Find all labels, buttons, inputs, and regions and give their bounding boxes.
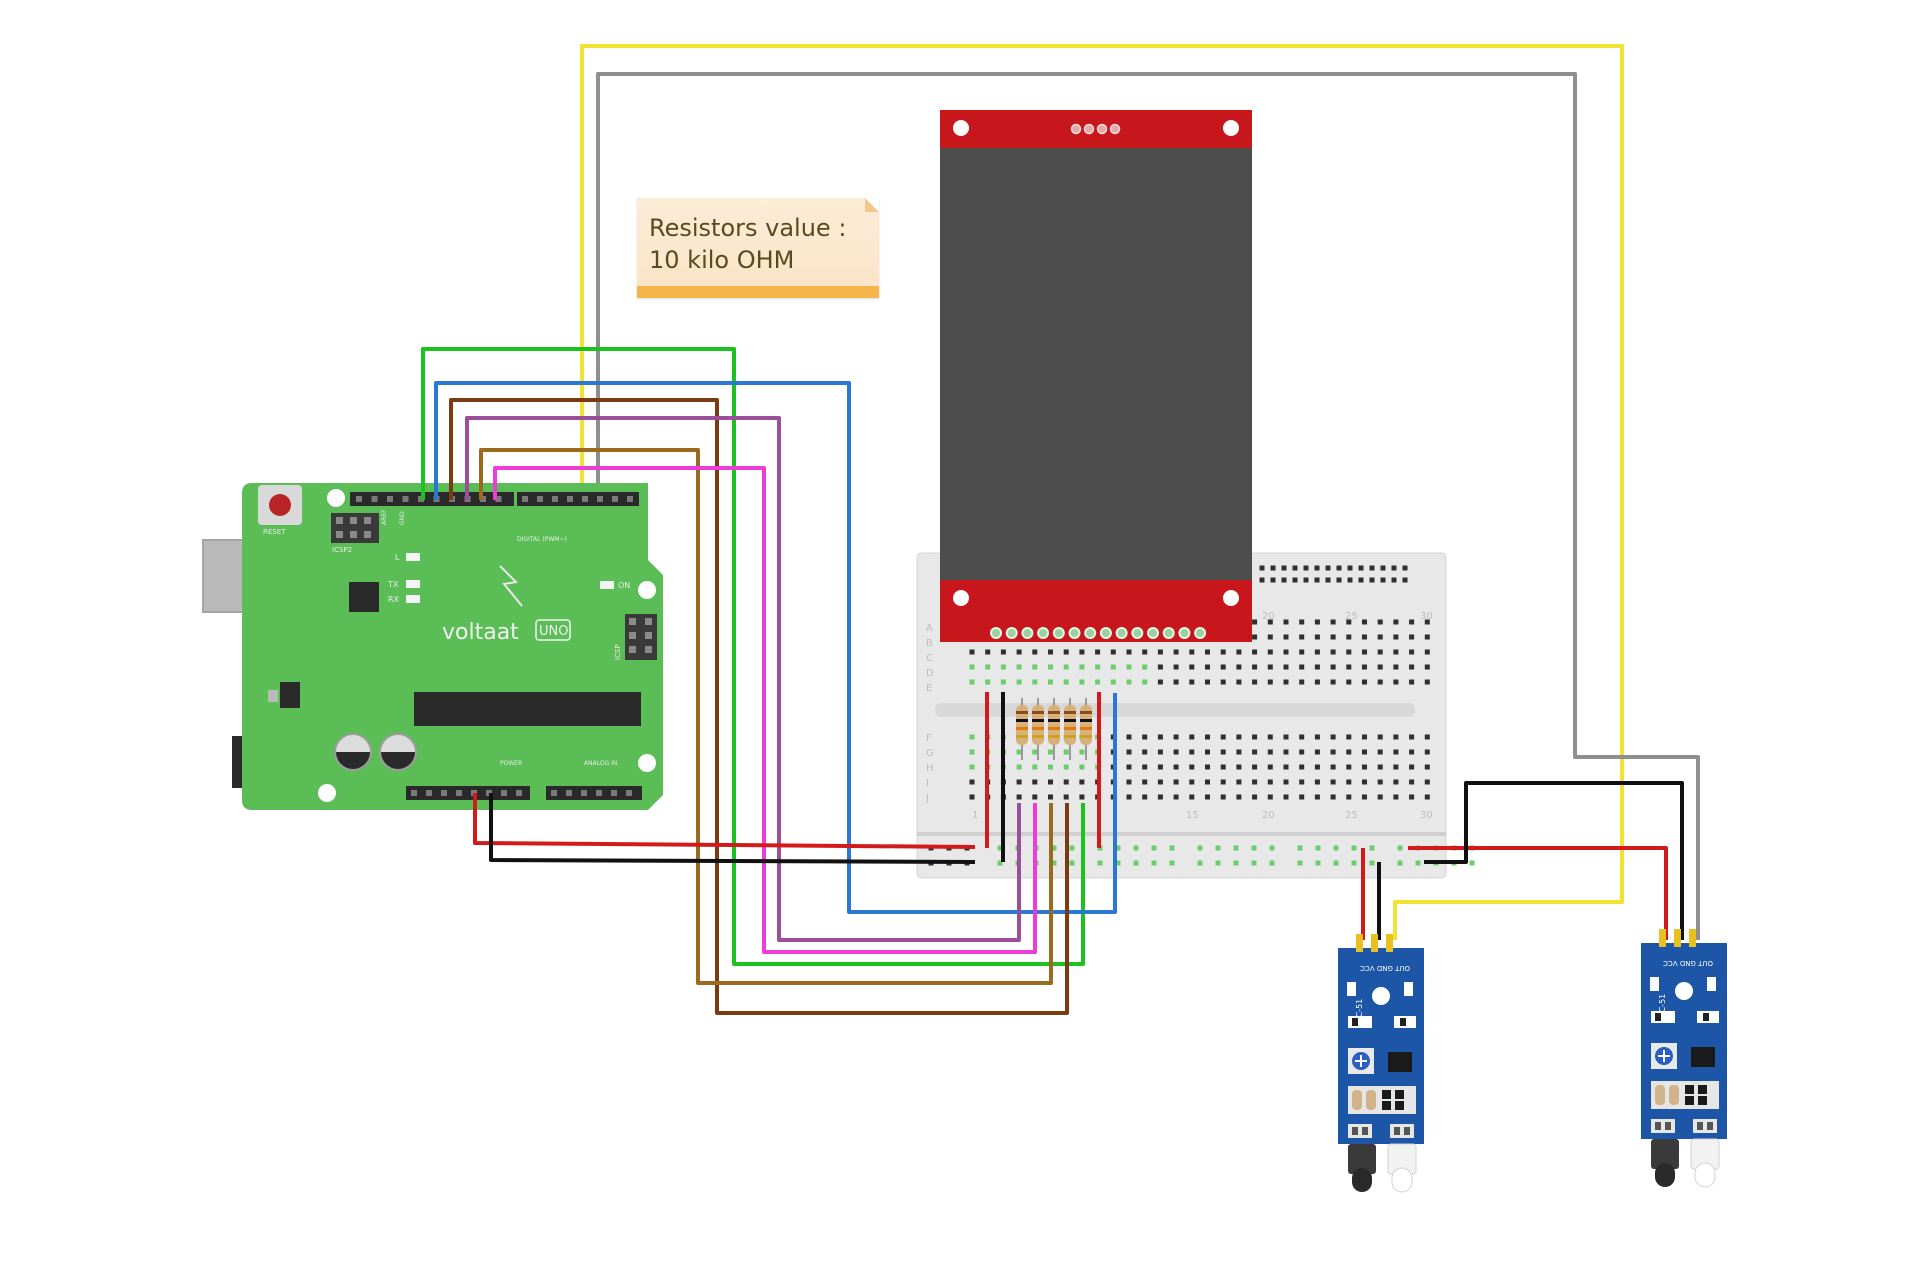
icsp-label: ICSP <box>614 644 622 660</box>
breadboard-holes-top <box>969 619 1430 685</box>
resistor-note: Resistors value : 10 kilo OHM <box>637 198 879 298</box>
icsp-header <box>625 614 657 660</box>
model-badge: UNO <box>539 624 568 639</box>
display-header-pins <box>990 627 1207 639</box>
rail-black-wire <box>1424 781 1684 940</box>
tft-display-module <box>940 110 1252 642</box>
bb-row-d: D <box>926 668 934 679</box>
bb-col-20-top: 20 <box>1262 611 1275 622</box>
led-on <box>600 581 614 589</box>
microcontroller-chip <box>414 692 641 726</box>
rail-red-wire <box>1408 846 1668 940</box>
resistor-array <box>1016 698 1092 760</box>
aref-label: AREF <box>381 509 388 525</box>
note-line-2: 10 kilo OHM <box>649 246 795 274</box>
voltage-regulator <box>280 682 300 708</box>
led-rx <box>406 595 420 603</box>
icsp2-label: ICSP2 <box>332 546 352 554</box>
resistor <box>1064 698 1076 760</box>
bb-col-15-bottom: 15 <box>1186 810 1199 821</box>
bb-col-25-bottom: 25 <box>1345 810 1358 821</box>
arduino-uno-board: RESET ICSP2 L TX RX ON voltaat UNO ICSP <box>202 483 663 810</box>
bb-row-j: J <box>925 793 929 804</box>
ir-sensor-2: OUT GND VCC FC-51 <box>1641 929 1727 1188</box>
olive-wire <box>479 448 1053 985</box>
pink-wire <box>493 466 1037 954</box>
svg-text:OUT GND VCC: OUT GND VCC <box>1663 959 1713 967</box>
green-wire <box>421 347 1085 966</box>
led-tx-label: TX <box>387 580 399 589</box>
display-screen <box>940 148 1252 580</box>
voltaat-logo-icon <box>499 565 523 607</box>
resistor <box>1048 698 1060 760</box>
resistor <box>1032 698 1044 760</box>
note-fold-corner <box>865 198 879 212</box>
bb-row-c: C <box>926 653 933 664</box>
bb-col-30-top: 30 <box>1420 611 1433 622</box>
led-on-label: ON <box>618 581 630 590</box>
power-label: POWER <box>500 760 522 767</box>
led-l <box>406 553 420 561</box>
bb-col-25-top: 25 <box>1345 611 1358 622</box>
bb-col-1-bottom: 1 <box>972 810 978 821</box>
analog-header <box>546 786 642 800</box>
resistor <box>1016 698 1028 760</box>
brown-wire <box>449 398 1069 1015</box>
led-l-label: L <box>395 553 400 562</box>
bb-row-e: E <box>926 683 932 694</box>
led-tx <box>406 580 420 588</box>
gnd-label: GND <box>399 511 406 525</box>
red-power-wire <box>473 793 976 849</box>
svg-text:FC-51: FC-51 <box>1658 994 1667 1017</box>
blue-wire <box>434 381 1117 914</box>
purple-wire <box>465 416 1021 942</box>
bb-row-b: B <box>926 638 933 649</box>
power-header <box>406 786 530 800</box>
reset-button-cap[interactable] <box>269 494 291 516</box>
note-line-1: Resistors value : <box>649 214 847 242</box>
resistor <box>1080 698 1092 760</box>
svg-text:OUT GND VCC: OUT GND VCC <box>1360 964 1410 972</box>
bb-row-a: A <box>926 623 933 634</box>
brand-name: voltaat <box>442 620 519 645</box>
bb-col-20-bottom: 20 <box>1262 810 1275 821</box>
reset-label: RESET <box>263 528 286 536</box>
digital-header-left <box>350 492 514 506</box>
svg-text:FC-51: FC-51 <box>1355 999 1364 1022</box>
bb-row-f: F <box>926 733 932 744</box>
led-rx-label: RX <box>388 595 400 604</box>
icsp2-header <box>331 513 379 543</box>
bb-col-30-bottom: 30 <box>1420 810 1433 821</box>
analog-label: ANALOG IN <box>584 760 617 767</box>
bb-row-h: H <box>926 763 934 774</box>
bb-row-i: I <box>926 778 929 789</box>
ir-sensor-1: OUT GND VCC FC-51 <box>1338 934 1424 1193</box>
usb-chip <box>349 582 379 612</box>
digital-header-right <box>517 492 639 506</box>
bb-row-g: G <box>926 748 934 759</box>
digital-label: DIGITAL (PWM~) <box>517 536 567 543</box>
note-text: Resistors value : 10 kilo OHM <box>649 212 846 276</box>
black-ground-wire <box>489 793 976 864</box>
